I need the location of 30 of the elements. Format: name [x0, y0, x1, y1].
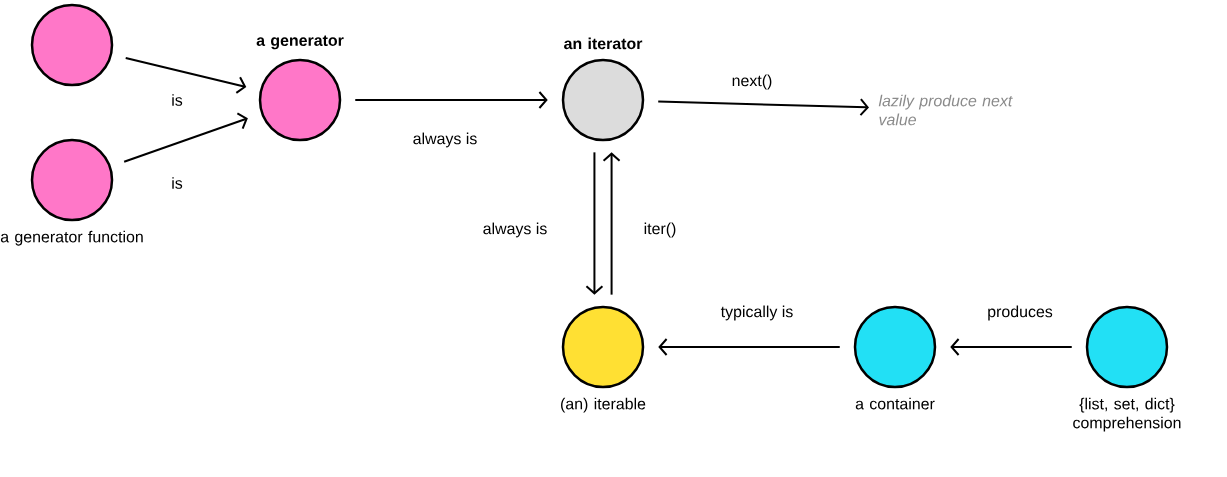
node-label: a generator — [256, 35, 344, 50]
circle-node: a generator function — [0, 138, 143, 246]
circle-node — [30, 3, 114, 87]
arrow — [602, 152, 621, 296]
arrow — [123, 112, 248, 163]
circle-node: a generator — [256, 35, 344, 142]
circle-node: a container — [853, 305, 937, 410]
edge-label: is — [170, 93, 184, 107]
edge-label: iter() — [642, 221, 678, 239]
edge-label: is — [170, 176, 184, 190]
circle-node: {list, set, dict} comprehension — [1073, 305, 1181, 432]
edge-label: produces — [986, 304, 1054, 322]
edge-label: typically is — [719, 304, 795, 322]
node-label: {list, set, dict} comprehension — [1073, 397, 1181, 432]
arrow — [124, 56, 247, 94]
node-label: a container — [855, 397, 935, 410]
edge-label: always is — [481, 221, 549, 239]
edge-label: next() — [730, 73, 774, 91]
arrow — [585, 151, 604, 295]
node-label: a generator function — [0, 230, 143, 246]
arrow — [657, 98, 869, 117]
node-label: an iterator — [564, 37, 643, 50]
node-label: (an) iterable — [561, 397, 646, 413]
arrow — [658, 338, 841, 356]
circle-node: (an) iterable — [561, 305, 646, 413]
arrow — [950, 338, 1073, 356]
edge-label: always is — [411, 131, 479, 149]
note-text: lazily produce next value — [878, 94, 1013, 126]
arrow — [354, 91, 548, 109]
circle-node: an iterator — [561, 37, 645, 142]
